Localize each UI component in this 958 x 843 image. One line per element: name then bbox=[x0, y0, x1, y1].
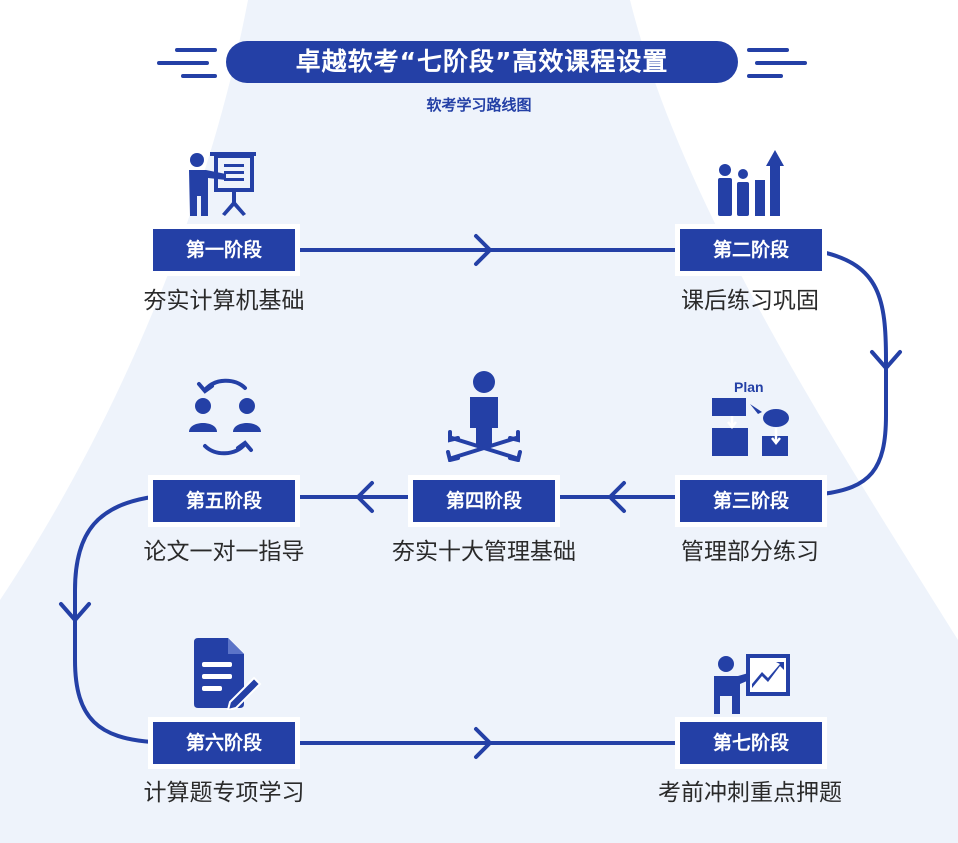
document-edit-icon bbox=[194, 638, 262, 710]
person-crossroads-icon bbox=[446, 371, 522, 462]
stage-1-description: 夯实计算机基础 bbox=[143, 288, 305, 314]
plan-label: Plan bbox=[734, 379, 764, 395]
stage-3-badge: 第三阶段 bbox=[680, 480, 822, 522]
stage-4-description: 夯实十大管理基础 bbox=[392, 539, 576, 565]
stage-2-badge: 第二阶段 bbox=[680, 229, 822, 271]
title-decoration-right bbox=[747, 48, 807, 78]
stage-2-description: 课后练习巩固 bbox=[681, 288, 819, 314]
stage-5-badge: 第五阶段 bbox=[153, 480, 295, 522]
stage-6-badge: 第六阶段 bbox=[153, 722, 295, 764]
stage-3-description: 管理部分练习 bbox=[681, 539, 819, 565]
stage-7-description: 考前冲刺重点押题 bbox=[658, 780, 842, 806]
stage-6-description: 计算题专项学习 bbox=[143, 780, 305, 806]
mentoring-exchange-icon bbox=[189, 378, 261, 456]
stage-4-badge: 第四阶段 bbox=[413, 480, 555, 522]
stage-1-badge: 第一阶段 bbox=[153, 229, 295, 271]
stage-5-description: 论文一对一指导 bbox=[143, 539, 305, 565]
page-title: 卓越软考“七阶段”高效课程设置 bbox=[226, 41, 738, 83]
title-decoration-left bbox=[157, 48, 217, 78]
stage-7-badge: 第七阶段 bbox=[680, 722, 822, 764]
growth-chart-icon bbox=[718, 150, 784, 216]
plan-flowchart-icon: Plan bbox=[712, 379, 789, 456]
presentation-board-icon bbox=[189, 152, 256, 216]
presenter-chart-icon bbox=[714, 654, 790, 714]
page-subtitle: 软考学习路线图 bbox=[426, 96, 532, 114]
